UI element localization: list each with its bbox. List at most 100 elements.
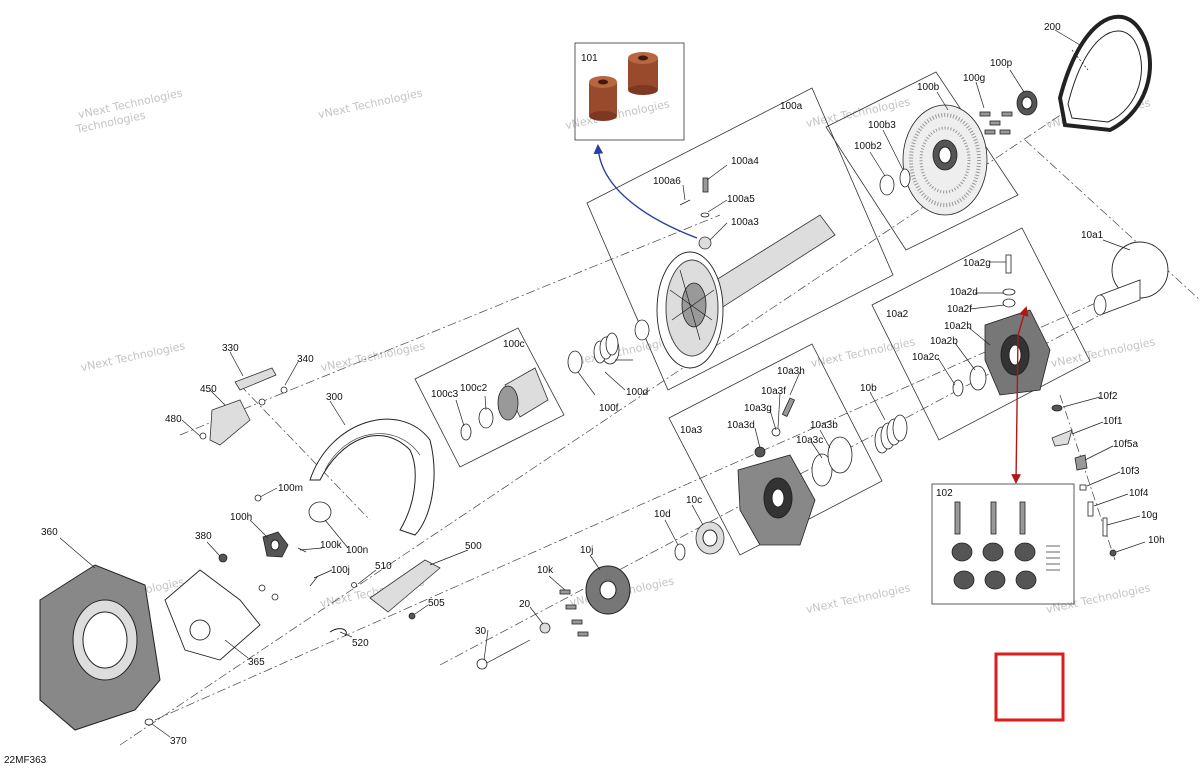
label-10a3h: 10a3h bbox=[777, 366, 805, 377]
label-370: 370 bbox=[170, 736, 187, 747]
hardware-10f-10h bbox=[1051, 404, 1117, 557]
label-510: 510 bbox=[375, 561, 392, 572]
inset-box-101 bbox=[574, 42, 685, 141]
inset-box-102 bbox=[931, 483, 1075, 605]
label-10a3c: 10a3c bbox=[796, 435, 823, 446]
label-10a2b: 10a2b bbox=[930, 336, 958, 347]
bushing-101-right bbox=[628, 52, 658, 95]
label-10f3: 10f3 bbox=[1120, 466, 1140, 477]
label-520: 520 bbox=[352, 638, 369, 649]
label-100k: 100k bbox=[320, 540, 343, 551]
label-100a6: 100a6 bbox=[653, 176, 681, 187]
label-10h: 10h bbox=[1148, 535, 1165, 546]
hardware-340-480 bbox=[199, 386, 288, 440]
label-200: 200 bbox=[1044, 22, 1061, 33]
diagram-code: 22MF363 bbox=[4, 755, 47, 766]
cup-10j bbox=[585, 565, 631, 615]
label-100n: 100n bbox=[346, 545, 368, 556]
spider-10a3 bbox=[737, 397, 853, 546]
label-10j: 10j bbox=[580, 545, 593, 556]
label-100a: 100a bbox=[780, 101, 803, 112]
label-100m: 100m bbox=[278, 483, 303, 494]
label-10a3b: 10a3b bbox=[810, 420, 838, 431]
driven-pulley-100a bbox=[656, 214, 836, 369]
label-100c2: 100c2 bbox=[460, 383, 488, 394]
bracket-450 bbox=[209, 399, 251, 446]
bushing-10c bbox=[674, 521, 725, 561]
cam-100c bbox=[460, 367, 549, 441]
guard-300 bbox=[309, 418, 435, 536]
label-100f: 100f bbox=[599, 403, 619, 414]
label-100b3: 100b3 bbox=[868, 120, 896, 131]
group-box-10a3 bbox=[668, 343, 883, 556]
label-10c: 10c bbox=[686, 495, 702, 506]
assembly-axis-lines bbox=[119, 54, 1200, 746]
pointer-arrow-102-up bbox=[1017, 306, 1029, 336]
pointer-arrow-101 bbox=[593, 144, 698, 239]
label-101: 101 bbox=[581, 53, 598, 64]
label-100h: 100h bbox=[230, 512, 252, 523]
label-480: 480 bbox=[165, 414, 182, 425]
group-box-10a2 bbox=[871, 227, 1091, 441]
drive-belt-200 bbox=[1057, 14, 1152, 133]
label-330: 330 bbox=[222, 343, 239, 354]
label-100j: 100j bbox=[331, 565, 350, 576]
spring-10b bbox=[874, 414, 908, 454]
label-10f4: 10f4 bbox=[1129, 488, 1149, 499]
label-505: 505 bbox=[428, 598, 445, 609]
bearing-100p bbox=[1016, 90, 1038, 116]
label-100a4: 100a4 bbox=[731, 156, 759, 167]
label-100p: 100p bbox=[990, 58, 1013, 69]
screws-100g bbox=[979, 111, 1013, 135]
label-20: 20 bbox=[519, 599, 531, 610]
label-10f1: 10f1 bbox=[1103, 416, 1123, 427]
label-10f5a: 10f5a bbox=[1113, 439, 1138, 450]
label-10a2d: 10a2d bbox=[950, 287, 978, 298]
label-100d: 100d bbox=[626, 387, 648, 398]
hub-100h bbox=[254, 494, 319, 587]
watermark-text: vNext Technologies bbox=[810, 335, 917, 370]
label-10a3f: 10a3f bbox=[761, 386, 786, 397]
label-10a3: 10a3 bbox=[680, 425, 703, 436]
ring-100b3 bbox=[899, 168, 911, 188]
label-380: 380 bbox=[195, 531, 212, 542]
label-365: 365 bbox=[248, 657, 265, 668]
hardware-380-370 bbox=[144, 553, 279, 726]
label-10a3g: 10a3g bbox=[744, 403, 772, 414]
bushing-101-left bbox=[589, 76, 617, 121]
group-box-100b bbox=[825, 71, 1019, 251]
label-10a2: 10a2 bbox=[886, 309, 909, 320]
label-10d: 10d bbox=[654, 509, 671, 520]
watermark-text: vNext Technologies bbox=[1045, 581, 1152, 616]
inset-102-parts bbox=[951, 501, 1060, 590]
label-100a5: 100a5 bbox=[727, 194, 755, 205]
housing-360 bbox=[39, 564, 161, 731]
watermark-text: vNext Technologies bbox=[1050, 335, 1157, 370]
label-100b2: 100b2 bbox=[854, 141, 882, 152]
highlight-box bbox=[994, 652, 1065, 722]
label-10b: 10b bbox=[860, 383, 877, 394]
label-10a3d: 10a3d bbox=[727, 420, 755, 431]
bolts-10k-20 bbox=[476, 589, 589, 670]
watermark-text: vNext Technologies bbox=[80, 339, 187, 374]
watermark-text: vNext Technologies bbox=[805, 581, 912, 616]
label-340: 340 bbox=[297, 354, 314, 365]
spring-100d bbox=[593, 332, 619, 364]
pointer-arrow-102-down bbox=[1011, 334, 1022, 484]
label-100c3: 100c3 bbox=[431, 389, 459, 400]
label-10a2c: 10a2c bbox=[912, 352, 939, 363]
part-labels: 101 102 200 100a 100a3 100a4 100a5 100a6… bbox=[41, 22, 1165, 747]
label-10a2g: 10a2g bbox=[963, 258, 991, 269]
label-10f2: 10f2 bbox=[1098, 391, 1118, 402]
label-10a1: 10a1 bbox=[1081, 230, 1104, 241]
ring-100b2 bbox=[879, 174, 895, 196]
label-100g: 100g bbox=[963, 73, 985, 84]
label-30: 30 bbox=[475, 626, 487, 637]
label-10a2f: 10a2f bbox=[947, 304, 972, 315]
drive-sheave-10a1 bbox=[1093, 241, 1169, 316]
watermark-text: vNext Technologies bbox=[569, 334, 676, 369]
label-10k: 10k bbox=[537, 565, 554, 576]
washer-100n bbox=[308, 501, 332, 523]
watermark-text: vNext Technologies bbox=[564, 97, 671, 132]
